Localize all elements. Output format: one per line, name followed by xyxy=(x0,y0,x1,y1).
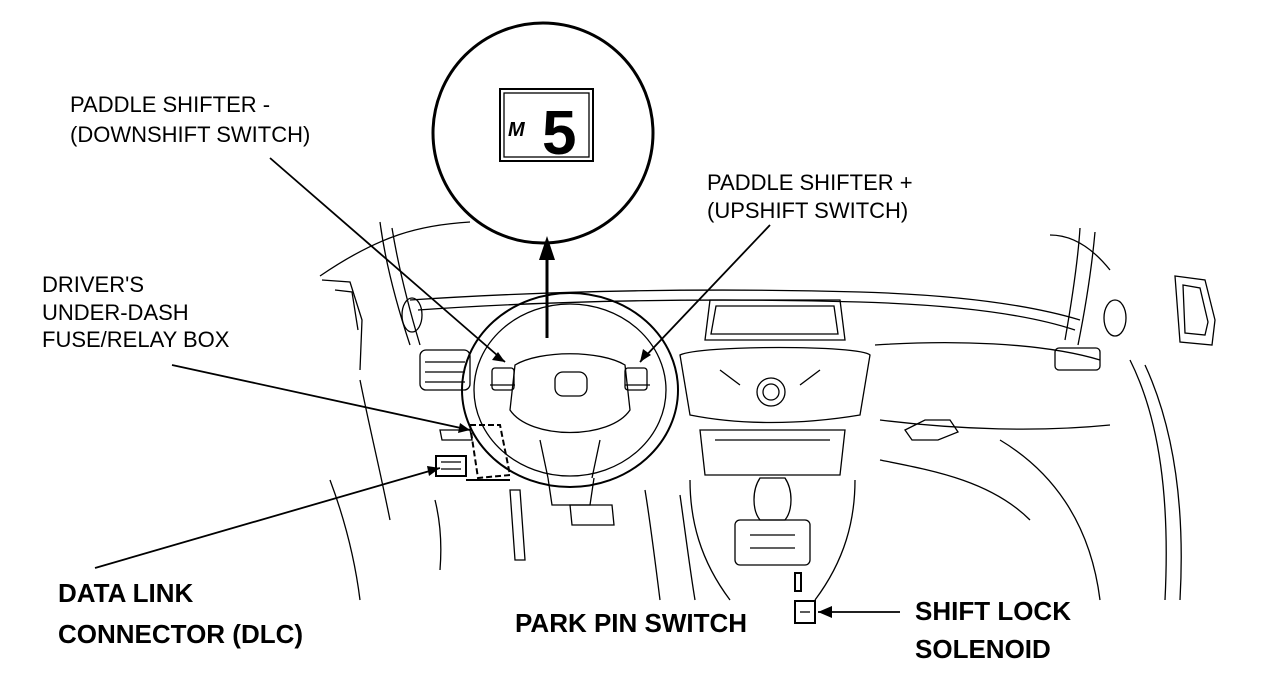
gear-number: 5 xyxy=(542,99,576,168)
downshift-paddle xyxy=(491,367,515,391)
label-paddle-shifter-plus: PADDLE SHIFTER + (UPSHIFT SWITCH) xyxy=(707,170,913,223)
paddle-plus-line-1: PADDLE SHIFTER + xyxy=(707,170,913,195)
fuse-box-line-3: FUSE/RELAY BOX xyxy=(42,327,230,352)
park-pin-switch-part xyxy=(794,572,802,592)
shift-lock-solenoid-part xyxy=(794,600,816,624)
dlc-component xyxy=(435,455,510,481)
leader-lines xyxy=(94,157,900,618)
upshift-paddle xyxy=(624,367,648,391)
gear-indicator-callout: M 5 xyxy=(431,21,655,338)
fuse-box-component xyxy=(439,424,512,480)
dashboard-outline xyxy=(319,221,1216,601)
paddle-minus-line-2: (DOWNSHIFT SWITCH) xyxy=(70,122,310,147)
dlc-line-1: DATA LINK xyxy=(58,578,193,608)
label-park-pin-switch: PARK PIN SWITCH xyxy=(515,608,747,638)
mode-indicator: M xyxy=(508,119,526,141)
fuse-box-line-1: DRIVER'S xyxy=(42,272,144,297)
label-shift-lock-solenoid: SHIFT LOCK SOLENOID xyxy=(915,596,1071,664)
label-data-link-connector: DATA LINK CONNECTOR (DLC) xyxy=(58,578,303,649)
paddle-plus-line-2: (UPSHIFT SWITCH) xyxy=(707,198,908,223)
gear-display-frame xyxy=(499,88,594,162)
label-fuse-relay-box: DRIVER'S UNDER-DASH FUSE/RELAY BOX xyxy=(42,272,230,352)
shift-lock-line-2: SOLENOID xyxy=(915,634,1051,664)
steering-wheel xyxy=(461,292,679,506)
dlc-line-2: CONNECTOR (DLC) xyxy=(58,619,303,649)
paddle-minus-line-1: PADDLE SHIFTER - xyxy=(70,92,270,117)
shift-lock-line-1: SHIFT LOCK xyxy=(915,596,1071,626)
label-paddle-shifter-minus: PADDLE SHIFTER - (DOWNSHIFT SWITCH) xyxy=(70,92,310,147)
fuse-box-line-2: UNDER-DASH xyxy=(42,300,189,325)
